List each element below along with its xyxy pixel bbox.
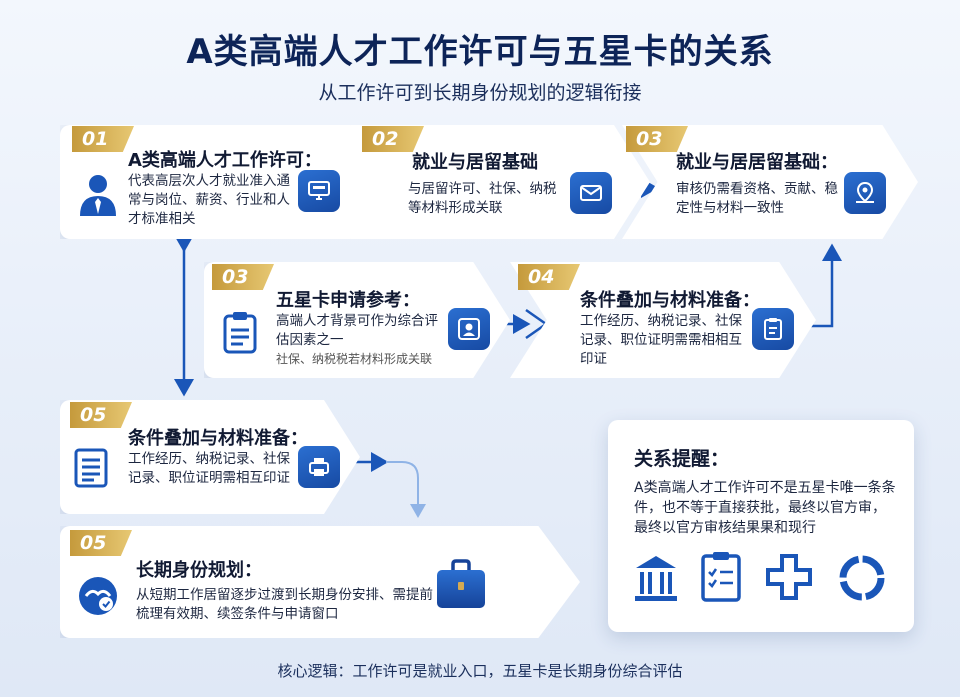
step-badge: 02 [362, 126, 424, 152]
reminder-title: 关系提醒： [634, 448, 730, 470]
step-badge: 01 [72, 126, 134, 152]
card-body: 审核仍需看资格、贡献、稳定性与材料一致性 [676, 181, 838, 216]
card-title: 五星卡申请参考： [276, 290, 420, 311]
arrow-4-to-3 [806, 243, 842, 328]
card-body-extra: 社保、纳税税若材料形成关联 [276, 352, 433, 366]
arrow-5-right [342, 452, 426, 518]
cycle-icon [836, 552, 888, 604]
card-body: 工作经历、纳税记录、社保记录、职位证明需需相相互印证 [580, 313, 742, 367]
card-title: A类高端人才工作许可： [128, 150, 322, 171]
clipboard-icon [222, 310, 258, 354]
card-body: 与居留许可、社保、纳税等材料形成关联 [408, 181, 557, 216]
checklist-icon [752, 308, 794, 350]
handshake-icon [76, 574, 120, 618]
document-icon [74, 446, 112, 490]
map-pin-icon [844, 172, 886, 214]
card-title: 条件叠加与材料准备： [580, 290, 760, 311]
card-title: 就业与居留基础 [412, 152, 538, 173]
page-title: A类高端人才工作许可与五星卡的关系 [186, 32, 774, 72]
printer-icon [298, 446, 340, 488]
page-subtitle: 从工作许可到长期身份规划的逻辑衔接 [318, 82, 642, 104]
monitor-icon [298, 170, 340, 212]
bank-icon [632, 552, 680, 604]
step-badge: 03 [626, 126, 688, 152]
plus-icon [764, 552, 814, 602]
card-title: 长期身份规划： [136, 560, 262, 581]
step-badge: 05 [70, 402, 132, 428]
card-body: 代表高层次人才就业准入通常与岗位、薪资、行业和人才标准相关 [128, 173, 290, 227]
step-badge: 05 [70, 530, 132, 556]
mail-icon [570, 172, 612, 214]
person-tie-icon [76, 172, 120, 218]
id-card-icon [448, 308, 490, 350]
card-body: 工作经历、纳税记录、社保记录、职位证明需相互印证 [128, 451, 290, 486]
briefcase-icon [434, 556, 488, 612]
card-title: 就业与居居留基础： [676, 152, 838, 173]
core-logic-footer: 核心逻辑：工作许可是就业入口，五星卡是长期身份综合评估 [277, 662, 683, 680]
step-badge: 03 [212, 264, 274, 290]
form-icon [700, 550, 742, 604]
reminder-body: A类高端人才工作许可不是五星卡唯一条条件，也不等于直接获批，最终以官方审，最终以… [634, 480, 896, 536]
card-title: 条件叠加与材料准备： [128, 428, 308, 449]
step-badge: 04 [518, 264, 580, 290]
card-long-term-plan [60, 526, 580, 638]
card-body: 从短期工作居留逐步过渡到长期身份安排、需提前梳理有效期、续签条件与申请窗口 [136, 587, 433, 622]
card-body: 高端人才背景可作为综合评估因素之一 [276, 313, 438, 348]
